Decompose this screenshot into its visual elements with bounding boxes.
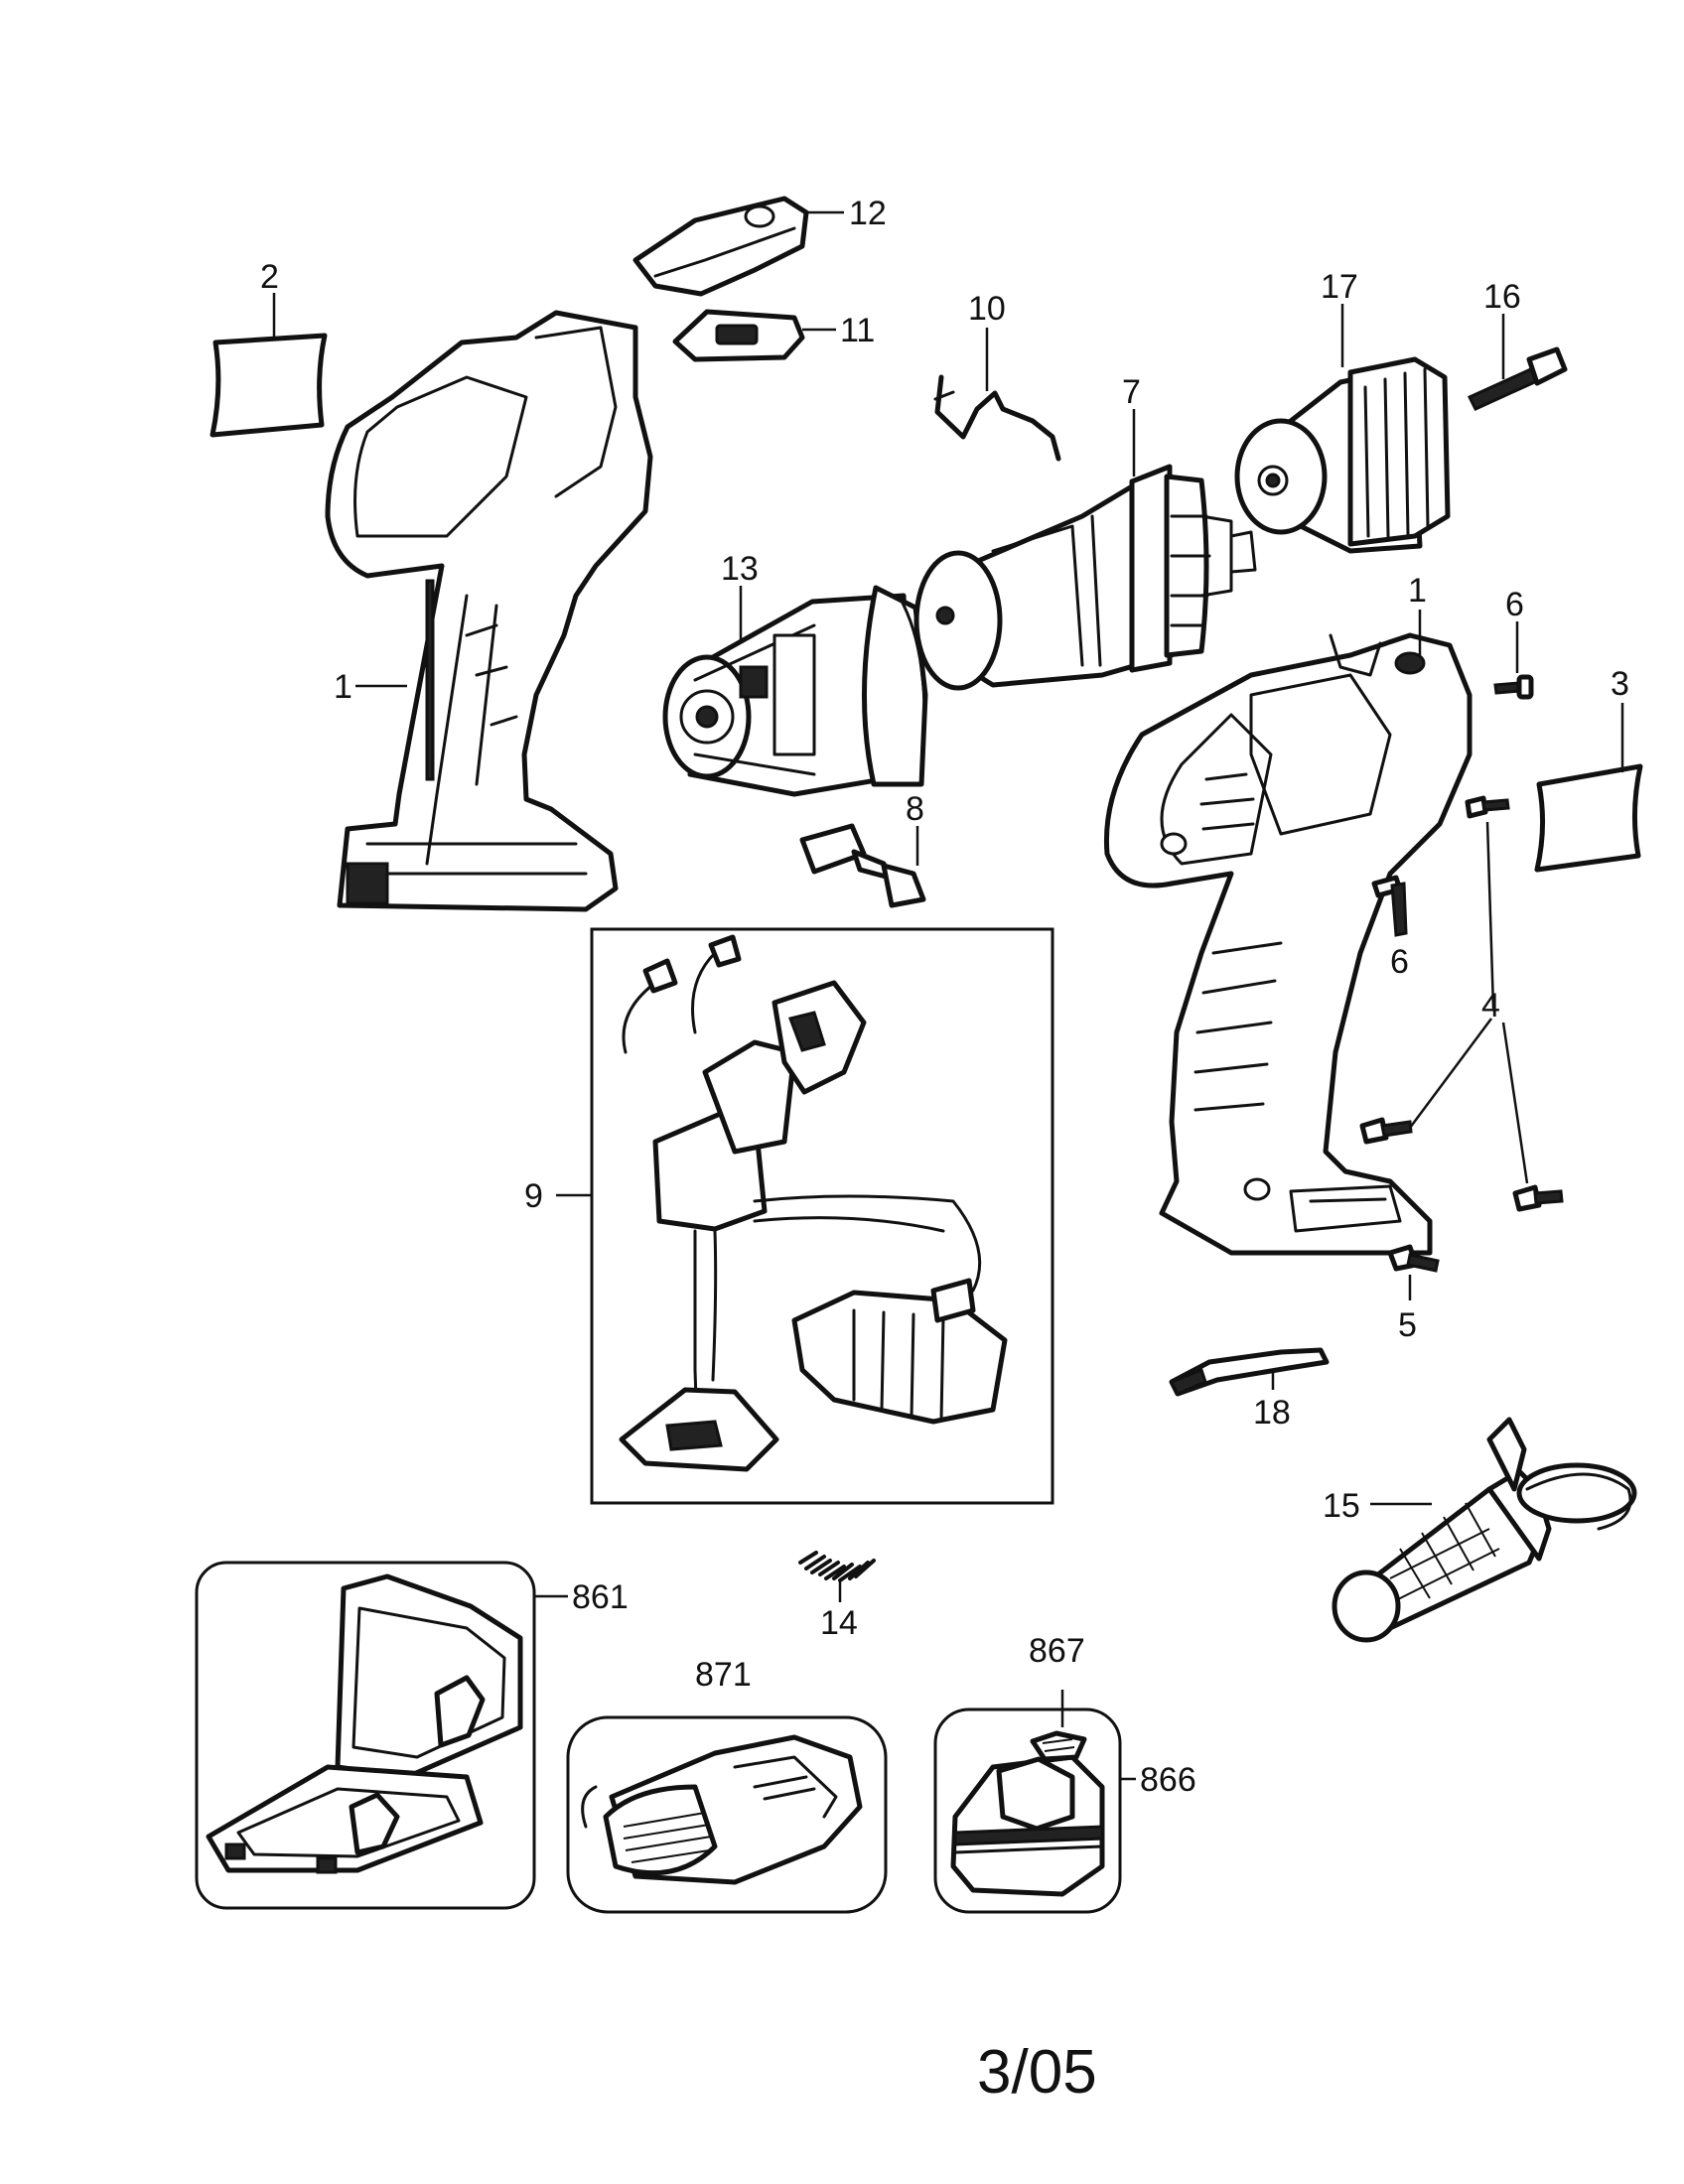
part-2-label-plate [210,333,328,438]
label-1-left: 1 [334,668,352,706]
label-8: 8 [906,790,924,828]
label-6-middle: 6 [1390,943,1409,981]
label-1-right: 1 [1408,572,1427,610]
part-5-screw [1387,1244,1440,1273]
label-17: 17 [1321,268,1358,306]
label-6-top: 6 [1505,586,1524,623]
label-871: 871 [695,1656,752,1694]
label-5: 5 [1398,1306,1417,1344]
part-4-screws [1359,795,1564,1212]
part-1-right-housing [1103,632,1473,1256]
label-11: 11 [840,312,875,349]
part-10-spring-clip [933,374,1061,462]
label-2: 2 [260,258,279,296]
part-1-left-housing [325,310,653,912]
part-12-switch-cover [632,196,809,297]
label-861: 861 [572,1578,629,1616]
label-867: 867 [1029,1632,1085,1670]
label-13: 13 [721,550,759,588]
part-6-screw-top [1493,674,1534,700]
footer-revision-date: 3/05 [977,2038,1097,2107]
part-14-spring [798,1551,876,1582]
part-6-screw-middle [1371,875,1408,937]
label-18: 18 [1253,1394,1291,1432]
part-867-battery-clip [1030,1730,1087,1762]
part-9-switch-assembly [590,927,1054,1505]
label-10: 10 [968,290,1006,328]
part-15-side-handle [1332,1417,1637,1643]
part-7-gearbox [913,464,1257,691]
label-12: 12 [849,195,887,232]
label-866: 866 [1140,1761,1196,1799]
label-16: 16 [1483,278,1521,316]
label-7: 7 [1122,373,1141,411]
part-3-label-plate [1534,763,1643,873]
part-871-charger [566,1715,888,1914]
part-866-battery [933,1707,1122,1914]
part-13-motor [662,585,928,797]
label-9: 9 [524,1177,543,1215]
part-17-chuck [1234,356,1451,554]
label-14: 14 [820,1604,858,1642]
part-16-screw [1467,346,1568,411]
label-3: 3 [1611,665,1629,703]
part-8-connector [799,823,926,908]
label-15: 15 [1323,1487,1360,1525]
part-11-switch-plate [672,309,805,362]
part-18-bit [1169,1347,1330,1397]
label-4: 4 [1481,987,1500,1024]
part-861-carrying-case [195,1561,536,1910]
